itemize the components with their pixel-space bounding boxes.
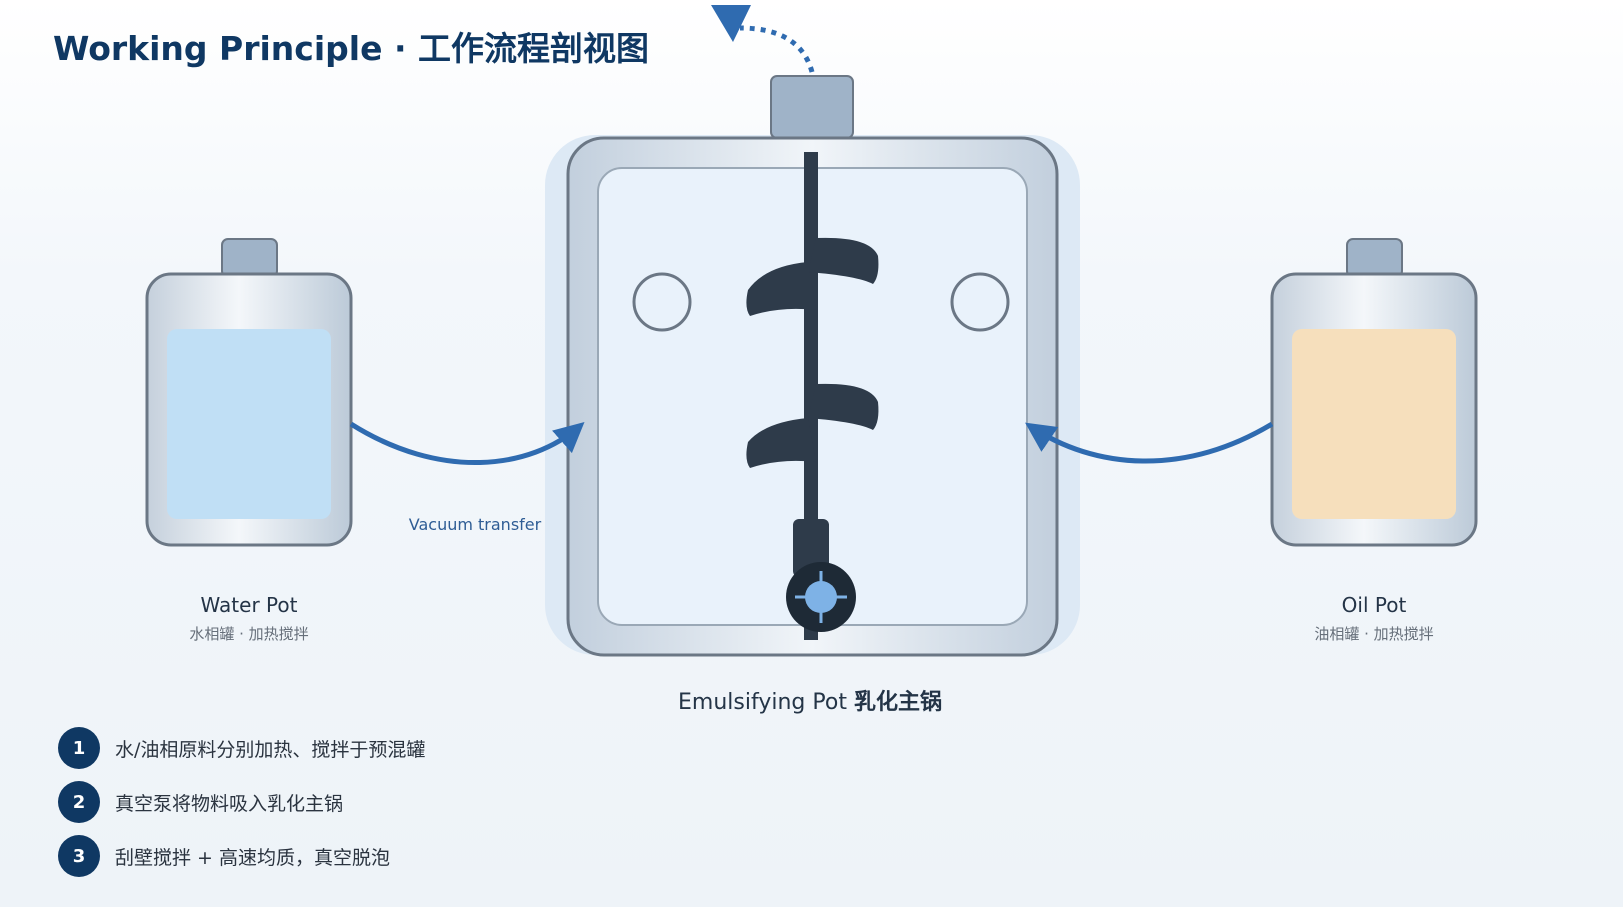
step-2: 2 真空泵将物料吸入乳化主锅 (58, 781, 425, 823)
sight-glass-right (950, 272, 1010, 332)
oil-liquid (1292, 329, 1456, 519)
water-liquid (167, 329, 331, 519)
step-number-badge: 3 (58, 835, 100, 877)
water-pot-cap (221, 238, 278, 278)
transfer-arrow-right (1025, 421, 1274, 464)
vacuum-transfer-label: Vacuum transfer (408, 515, 542, 534)
dotted-rotation-arrow-icon (711, 5, 815, 73)
transfer-arrow-left (349, 421, 585, 466)
water-pot (145, 238, 353, 547)
main-pot-label: Emulsifying Pot 乳化主锅 (560, 684, 1060, 716)
step-text: 刮壁搅拌 + 高速均质，真空脱泡 (115, 846, 390, 869)
oil-pot-cap (1346, 238, 1403, 278)
water-pot-subtitle: 水相罐 · 加热搅拌 (189, 625, 309, 643)
step-text: 真空泵将物料吸入乳化主锅 (115, 792, 344, 815)
oil-pot-label: Oil Pot 油相罐 · 加热搅拌 (1224, 593, 1524, 644)
agitator-blade-upper-left (746, 262, 816, 316)
agitator-blade-lower-left (746, 418, 816, 468)
main-pot-name-cn: 乳化主锅 (853, 690, 942, 715)
oil-pot (1270, 238, 1478, 547)
step-number-badge: 2 (58, 781, 100, 823)
step-3: 3 刮壁搅拌 + 高速均质，真空脱泡 (58, 835, 425, 877)
oil-pot-subtitle: 油相罐 · 加热搅拌 (1314, 625, 1434, 643)
sight-glass-left (632, 272, 692, 332)
water-pot-name: Water Pot (200, 593, 298, 617)
homogenizer-icon (786, 562, 856, 632)
water-pot-label: Water Pot 水相罐 · 加热搅拌 (99, 593, 399, 644)
main-pot (545, 75, 1080, 657)
step-1: 1 水/油相原料分别加热、搅拌于预混罐 (58, 727, 425, 769)
oil-pot-name: Oil Pot (1341, 593, 1407, 617)
page-title: Working Principle · 工作流程剖视图 (53, 29, 649, 68)
step-text: 水/油相原料分别加热、搅拌于预混罐 (115, 738, 426, 761)
motor-cap (770, 75, 854, 139)
agitator-blade-upper-right (808, 237, 879, 284)
agitator-blade-lower-right (808, 383, 879, 430)
main-pot-name: Emulsifying Pot (678, 690, 847, 715)
process-steps: 1 水/油相原料分别加热、搅拌于预混罐 2 真空泵将物料吸入乳化主锅 3 刮壁搅… (58, 727, 425, 889)
step-number-badge: 1 (58, 727, 100, 769)
